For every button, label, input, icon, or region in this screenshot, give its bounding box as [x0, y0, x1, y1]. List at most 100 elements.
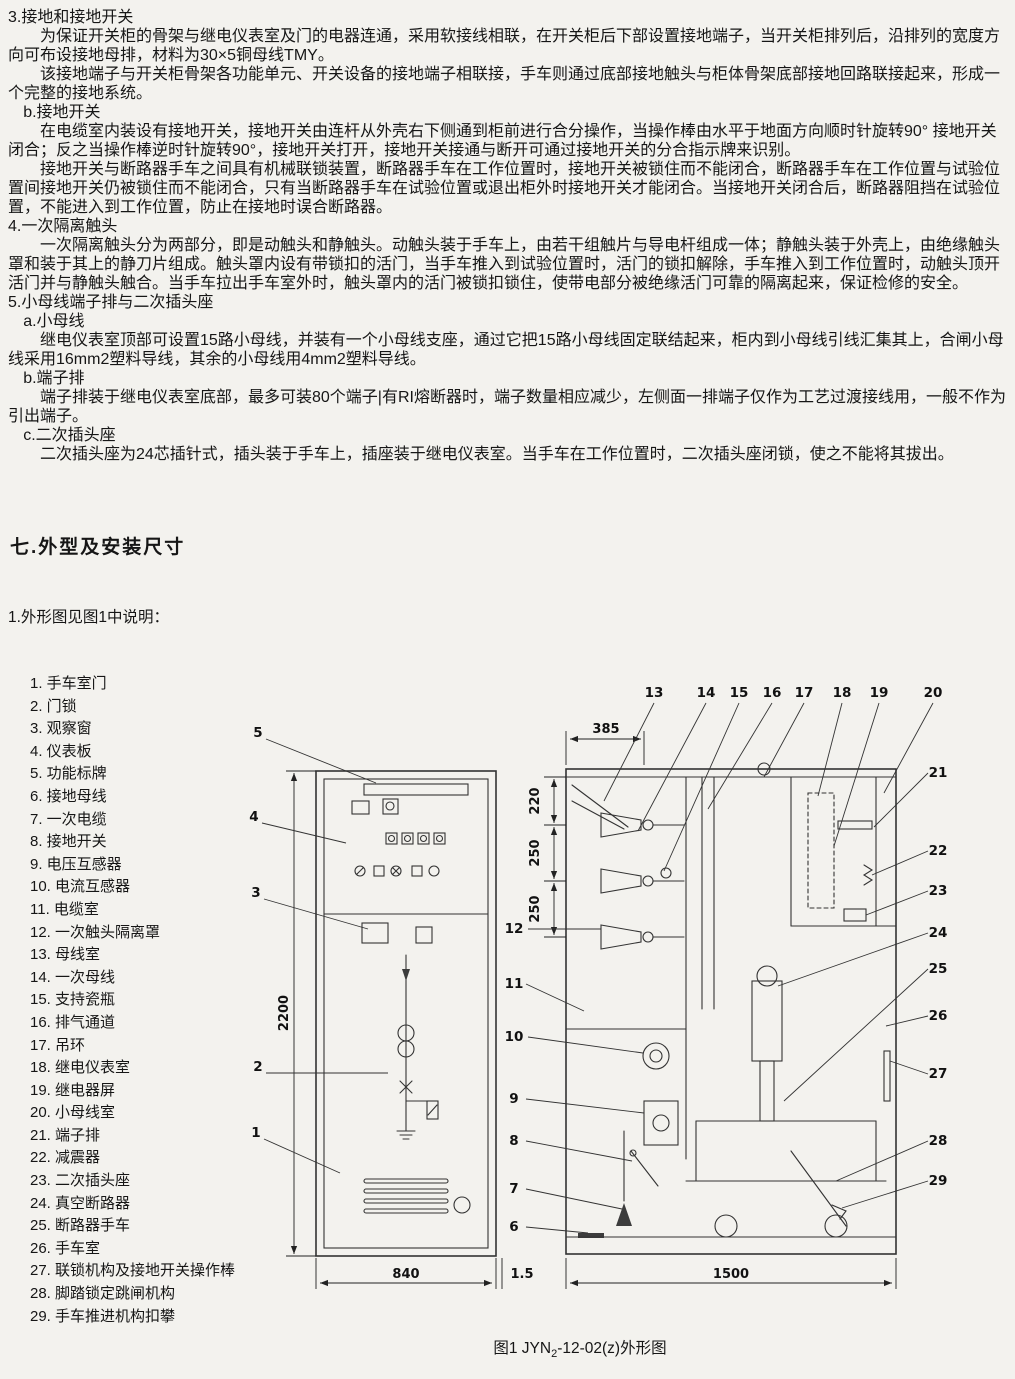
callout-leader [525, 1188, 623, 1210]
louver [363, 1178, 449, 1184]
paragraph: 接地开关与断路器手车之间具有机械联锁装置，断路器手车在工作位置时，接地开关被锁住… [8, 161, 1001, 216]
current-transformer [642, 1042, 670, 1070]
vacuum-interrupter [751, 980, 783, 1062]
voltage-transformer [643, 1100, 679, 1146]
paragraph: 该接地端子与开关柜骨架各功能单元、开关设备的接地端子相联接，手车则通过底部接地触… [8, 66, 1001, 102]
parts-list-item: 2. 门锁 [30, 697, 77, 715]
callout-leader [603, 702, 655, 802]
callout-leader [835, 1140, 929, 1182]
parts-list-item: 23. 二次插头座 [30, 1172, 131, 1190]
paragraph: 在电缆室内装设有接地开关，接地开关由连杆从外壳右下侧通到柜前进行合分操作，当操作… [8, 123, 997, 159]
parts-list-item: 9. 电压互感器 [30, 855, 122, 873]
paragraph: 4.一次隔离触头 [8, 218, 118, 235]
push-latch [831, 1204, 847, 1220]
callout-leader [841, 1180, 929, 1209]
parts-list-item: 21. 端子排 [30, 1126, 101, 1144]
callout-leader [833, 702, 880, 847]
dim-gap: 1.5 [510, 1267, 533, 1282]
wheel [824, 1214, 848, 1238]
callout-number: 26 [929, 1008, 948, 1024]
earth-bus [578, 1233, 604, 1238]
callout-leader [525, 983, 585, 1012]
callout-leader [525, 1098, 645, 1114]
callout-number: 1 [251, 1125, 260, 1141]
callout-number: 21 [929, 765, 948, 781]
door-knob [453, 1196, 471, 1214]
parts-list-item: 4. 仪表板 [30, 742, 92, 760]
relay-panel [807, 792, 835, 909]
parts-list-item: 14. 一次母线 [30, 968, 116, 986]
callout-leader [817, 702, 843, 797]
callout-number: 13 [645, 685, 664, 701]
parts-list-item: 7. 一次电缆 [30, 810, 107, 828]
parts-list-item: 19. 继电器屏 [30, 1081, 116, 1099]
section-heading: 七.外型及安装尺寸 [10, 537, 186, 558]
callout-leader [265, 738, 377, 784]
interlock-bar [883, 1050, 891, 1102]
terminal-strip [837, 820, 873, 830]
outline-diagram: 2200 840 1.5 1500 385 220 250 250 123456… [249, 685, 948, 1289]
secondary-plug [843, 908, 867, 922]
parts-list-item: 24. 真空断路器 [30, 1194, 131, 1212]
paragraph: 5.小母线端子排与二次插头座 [8, 294, 214, 311]
paragraph: a.小母线 [23, 313, 85, 330]
caption-subscript: 2 [551, 1348, 558, 1361]
observation-window [361, 922, 389, 944]
paragraph: 二次插头座为24芯插针式，插头装于手车上，插座装于继电仪表室。当手车在工作位置时… [40, 446, 954, 463]
body-text: 3.接地和接地开关为保证开关柜的骨架与继电仪表室及门的电器连通，采用软接线相联，… [8, 8, 1006, 464]
paragraph: b.端子排 [23, 370, 85, 387]
parts-list-item: 29. 手车推进机构扣攀 [30, 1307, 176, 1325]
callout-leader [527, 1036, 644, 1054]
dim-seg2: 250 [528, 839, 543, 866]
callout-number: 10 [505, 1029, 524, 1045]
shock-absorber [862, 864, 874, 886]
paragraph: 继电仪表室顶部可设置15路小母线，并装有一个小母线支座，通过它把15路小母线固定… [8, 332, 1004, 368]
parts-list-item: 15. 支持瓷瓶 [30, 991, 116, 1009]
callout-number: 7 [509, 1181, 518, 1197]
callout-leader [263, 1138, 341, 1174]
callout-number: 3 [251, 885, 260, 901]
callout-number: 24 [929, 925, 948, 941]
callout-leader [663, 702, 740, 872]
parts-list-item: 13. 母线室 [30, 946, 101, 964]
parts-list-item: 18. 继电仪表室 [30, 1059, 131, 1077]
meter [351, 800, 370, 815]
callout-number: 6 [509, 1219, 518, 1235]
callout-leader [525, 1140, 633, 1162]
paragraph: 端子排装于继电仪表室底部，最多可装80个端子|有RI熔断器时，端子数量相应减少，… [8, 389, 1006, 425]
parts-list-item: 3. 观察窗 [30, 720, 92, 738]
dimension-lines [286, 731, 897, 1289]
callout-number: 4 [249, 809, 258, 825]
dim-front-width: 840 [392, 1267, 419, 1282]
callout-number: 16 [763, 685, 782, 701]
parts-list-item: 28. 脚踏锁定跳闸机构 [30, 1285, 176, 1303]
callout-leader [763, 702, 805, 778]
parts-list-item: 8. 接地开关 [30, 833, 107, 851]
callout-number: 2 [253, 1059, 262, 1075]
paragraph: c.二次插头座 [23, 427, 116, 444]
callout-number: 23 [929, 883, 948, 899]
callout-number: 17 [795, 685, 814, 701]
parts-list-item: 5. 功能标牌 [30, 765, 107, 783]
callout-number: 12 [505, 921, 524, 937]
callout-leader [871, 850, 929, 876]
parts-list-item: 12. 一次触头隔离罩 [30, 923, 161, 941]
parts-list-item: 16. 排气通道 [30, 1013, 116, 1031]
parts-list-item: 20. 小母线室 [30, 1104, 116, 1122]
callout-number: 27 [929, 1066, 948, 1082]
callout-number: 8 [509, 1133, 518, 1149]
earthing-switch [630, 1150, 659, 1187]
callout-number: 22 [929, 843, 948, 859]
callout-number: 28 [929, 1133, 948, 1149]
callout-leader [873, 772, 929, 828]
callout-leader [883, 702, 934, 794]
callout-number: 9 [509, 1091, 518, 1107]
callout-number: 19 [870, 685, 889, 701]
callout-number: 11 [505, 976, 524, 992]
caption-text-pre: 图1 JYN [493, 1340, 552, 1357]
figure-intro: 1.外形图见图1中说明： [8, 609, 170, 626]
callout-number: 5 [253, 725, 262, 741]
callout-number: 15 [730, 685, 749, 701]
